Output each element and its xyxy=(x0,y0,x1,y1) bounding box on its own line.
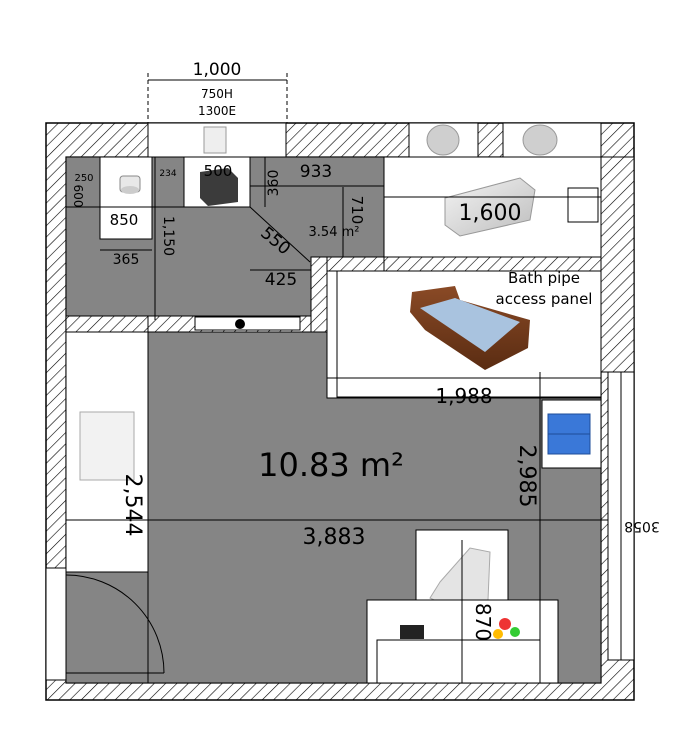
area-labels: 3.54 m² 10.83 m² Bath pipe access panel xyxy=(258,225,592,484)
main-area-label: 10.83 m² xyxy=(258,446,404,484)
dim-vanity: 500 xyxy=(204,162,233,180)
dim-bath-gap: 1,150 xyxy=(160,216,176,256)
dim-ensuite-low: 425 xyxy=(265,270,297,290)
dim-room-w: 3,883 xyxy=(303,525,366,550)
bed xyxy=(336,270,602,398)
dim-basin: 234 xyxy=(159,169,176,179)
toilet xyxy=(99,156,153,240)
left-window xyxy=(45,567,67,681)
dim-wardrobe: 2,544 xyxy=(120,474,145,537)
dim-toilet-h: 250 xyxy=(74,173,93,184)
bath-area xyxy=(383,156,602,258)
dim-toilet-w: 850 xyxy=(110,211,139,229)
mirror-cabinet xyxy=(203,126,227,154)
dimension-lines xyxy=(66,73,608,683)
dim-ensuite-d: 710 xyxy=(348,196,366,225)
wardrobe xyxy=(65,331,149,573)
right-window xyxy=(607,371,635,661)
dim-toilet-d: 600 xyxy=(71,185,85,208)
dim-ensuite-w: 933 xyxy=(300,162,332,182)
pipe-label-line1: Bath pipe xyxy=(508,269,580,287)
dim-ensuite-h: 360 xyxy=(266,170,282,197)
ensuite-door xyxy=(194,316,301,331)
dim-window-e: 1300E xyxy=(198,104,236,118)
dim-room-h: 2,985 xyxy=(514,445,539,508)
dim-bed-w: 1,988 xyxy=(435,384,492,408)
vanity xyxy=(183,156,251,208)
dim-window-h: 750H xyxy=(201,87,233,101)
ensuite-area-label: 3.54 m² xyxy=(309,225,360,240)
nightstand xyxy=(541,399,602,469)
dim-bath: 1,600 xyxy=(459,201,522,226)
dim-right-side: 3058 xyxy=(624,518,660,534)
dim-toilet-front: 365 xyxy=(113,252,140,268)
skylights xyxy=(408,122,602,158)
dim-desk: 870 xyxy=(471,603,495,641)
dim-top-width: 1,000 xyxy=(193,60,242,80)
pipe-label-line2: access panel xyxy=(496,290,593,308)
dimension-labels: 1,000 750H 1300E 500 250 600 234 850 365… xyxy=(71,60,660,641)
